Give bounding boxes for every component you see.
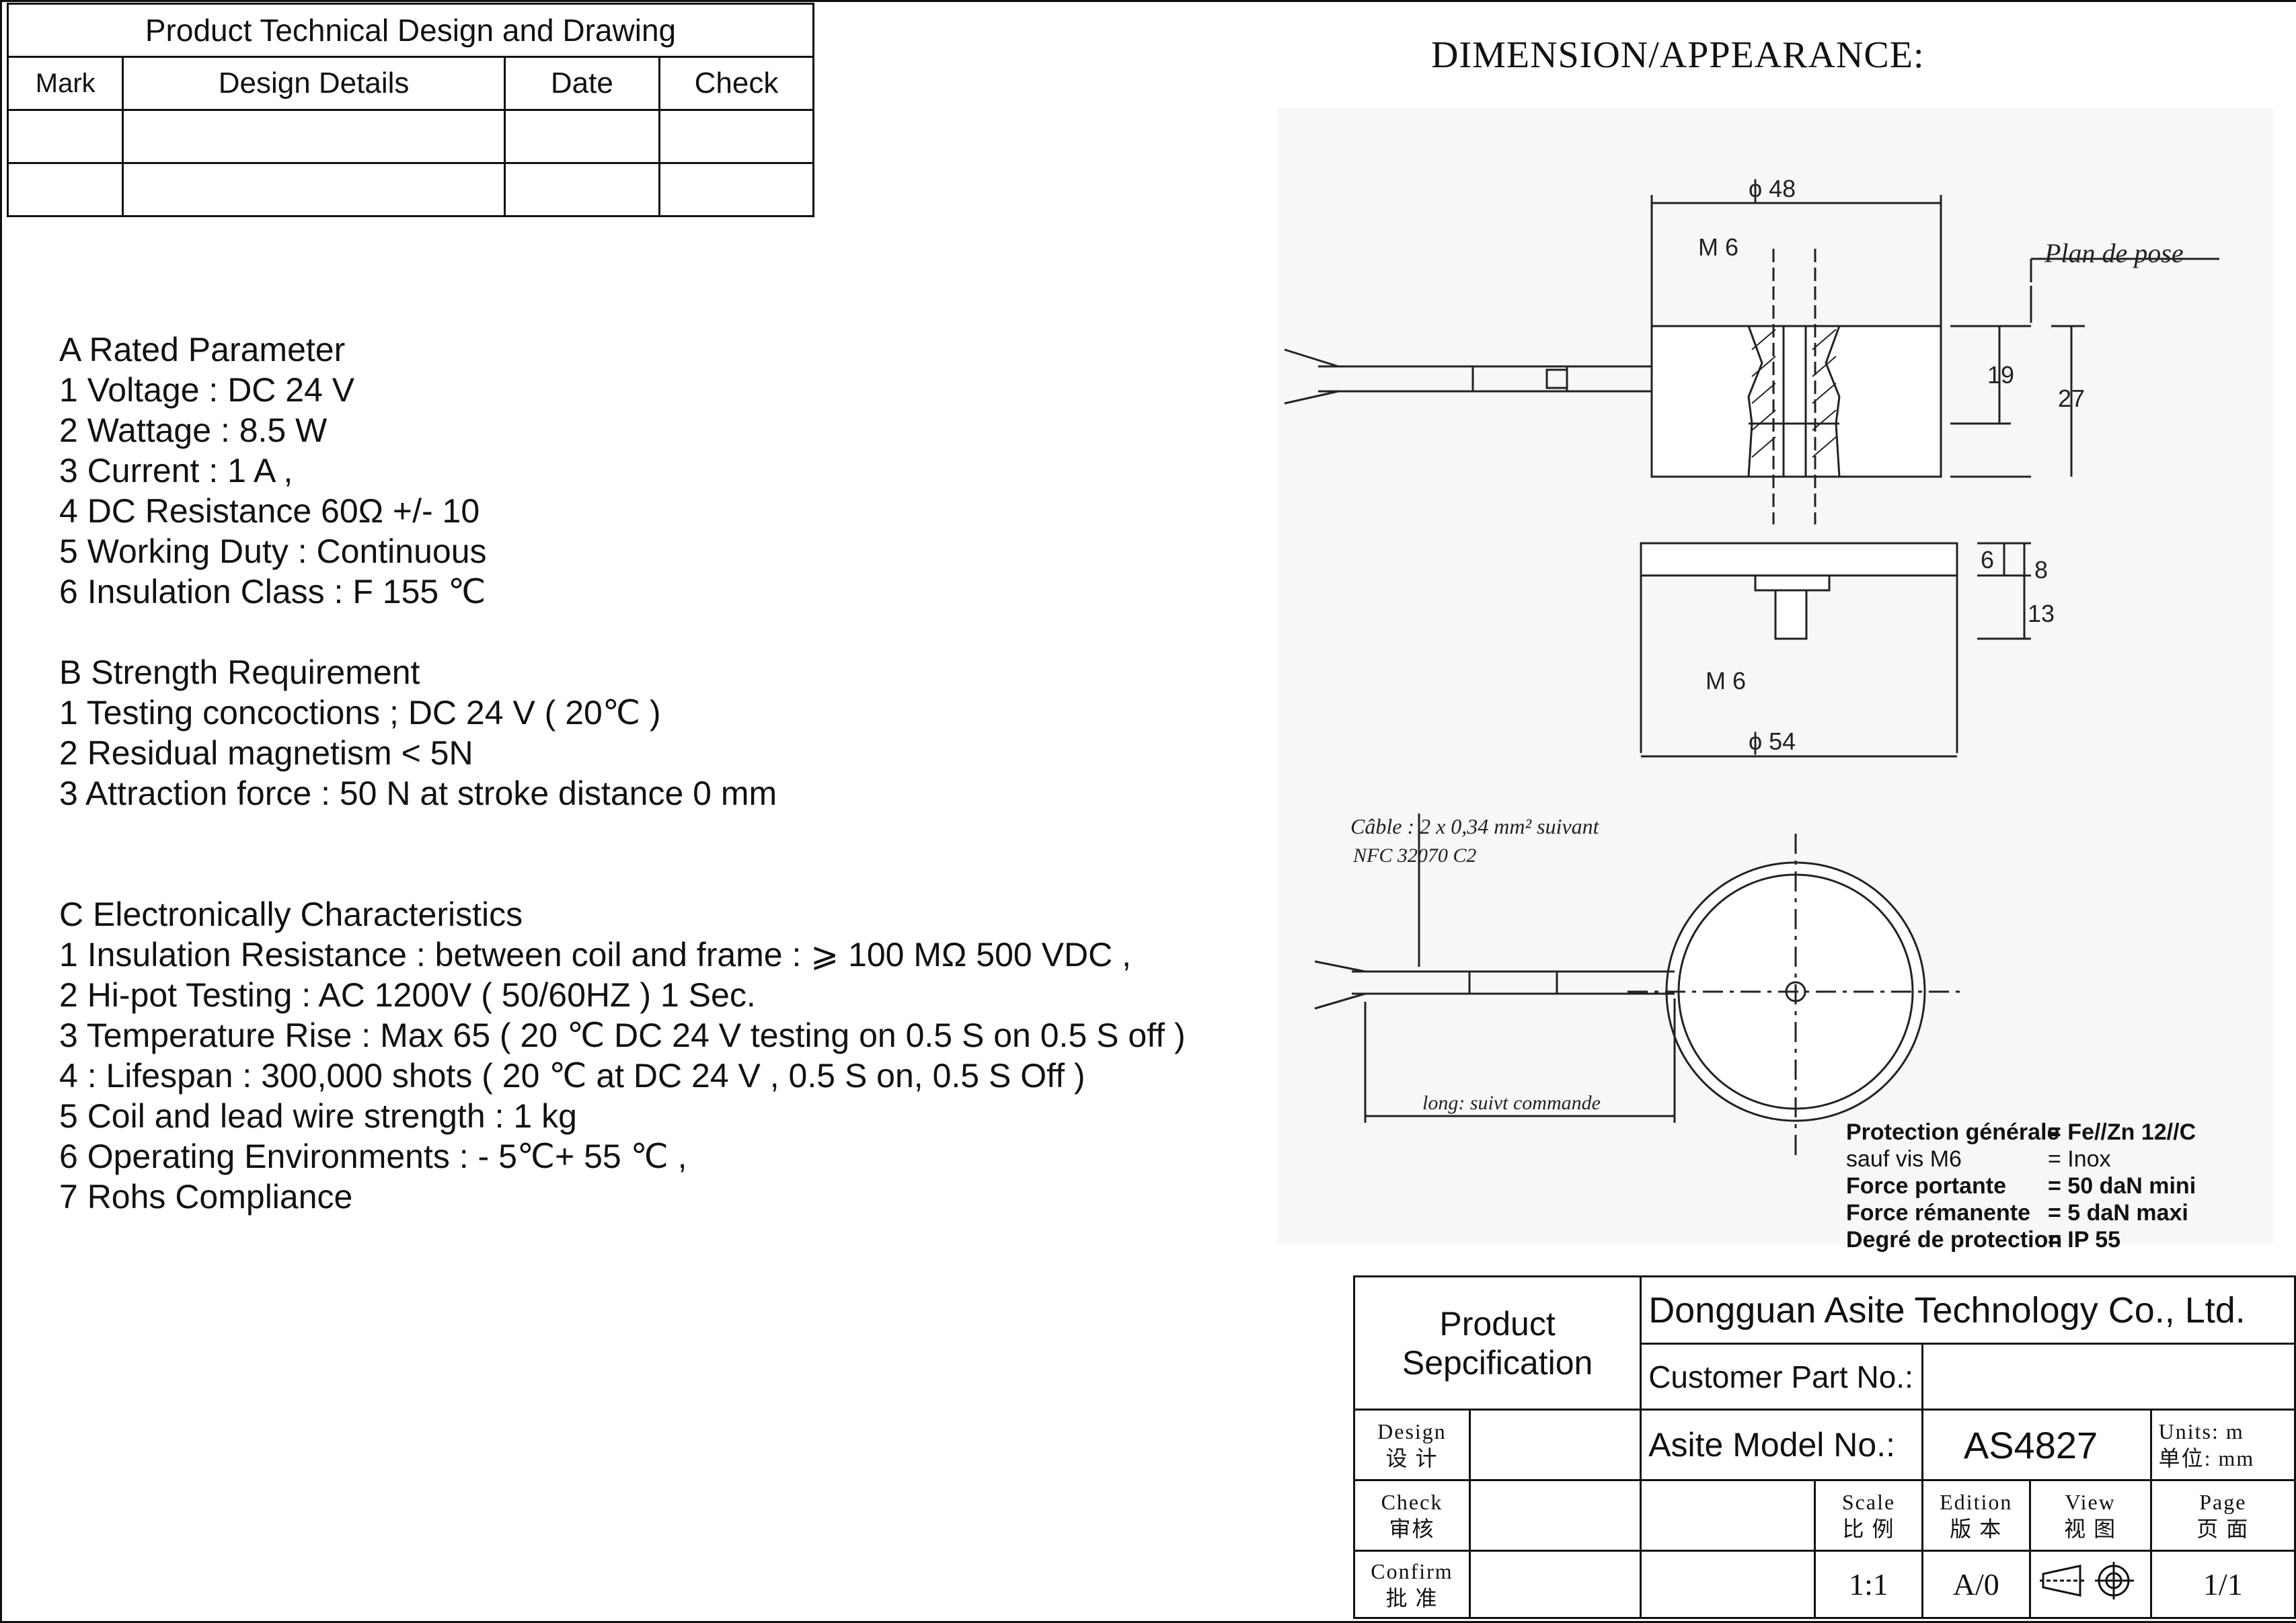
title-block: Product Sepcification Dongguan Asite Tec… (1352, 1275, 2296, 1619)
revision-table-title: Product Technical Design and Drawing (7, 3, 814, 58)
list-item: 4 DC Resistance 60Ω +/- 10 (59, 492, 480, 530)
list-item: 1 Insulation Resistance : between coil a… (59, 936, 1131, 974)
dimension-title: DIMENSION/APPEARANCE: (1431, 34, 1925, 76)
table-row (6, 162, 814, 217)
design-value (1468, 1409, 1642, 1481)
drawing-label-group: ϕ 48 M 6 Plan de pose 19 27 6 8 13 M 6 ϕ… (1350, 175, 2184, 1114)
section-b-title: B Strength Requirement (59, 654, 420, 691)
revision-table: Product Technical Design and Drawing Mar… (6, 3, 814, 217)
dim-6: 6 (1981, 546, 1994, 573)
protection-notes: Protection générale= Fe//Zn 12//C sauf v… (1846, 1119, 2196, 1253)
list-item: 3 Current : 1 A , (59, 452, 293, 489)
customer-part-label: Customer Part No.: (1640, 1343, 1923, 1411)
product-spec-line2: Sepcification (1402, 1343, 1593, 1382)
header-mark: Mark (6, 56, 124, 111)
check-value (1468, 1479, 1642, 1552)
list-item: 3 Attraction force : 50 N at stroke dist… (59, 775, 777, 812)
list-item: sauf vis M6= Inox (1846, 1146, 2111, 1172)
model-label: Asite Model No.: (1640, 1409, 1923, 1481)
list-item: 1 Testing concoctions ; DC 24 V ( 20℃ ) (59, 694, 661, 731)
company-name: Dongguan Asite Technology Co., Ltd. (1640, 1275, 2296, 1345)
list-item: Degré de protection= IP 55 (1846, 1227, 2121, 1253)
list-item: 5 Coil and lead wire strength : 1 kg (59, 1097, 577, 1135)
cable-standard: NFC 32070 C2 (1352, 844, 1476, 867)
product-spec-line1: Product (1439, 1304, 1556, 1343)
edition-value: A/0 (1921, 1550, 2031, 1619)
empty-cell (1640, 1479, 1816, 1552)
technical-drawing: ϕ 48 M 6 Plan de pose 19 27 6 8 13 M 6 ϕ… (1278, 108, 2273, 1244)
dim-m6-top: M 6 (1698, 233, 1738, 261)
list-item: Force portante= 50 daN mini (1846, 1173, 2196, 1199)
list-item: 2 Residual magnetism < 5N (59, 734, 473, 772)
front-view (1314, 814, 1964, 1156)
section-b: B Strength Requirement 1 Testing concoct… (59, 652, 1186, 814)
projection-icon (2040, 1562, 2135, 1599)
cable-spec: Câble : 2 x 0,34 mm² suivant (1350, 814, 1600, 838)
header-design-details: Design Details (122, 56, 506, 111)
side-view-top (1284, 195, 2219, 524)
product-spec-cell: Product Sepcification (1352, 1275, 1642, 1411)
list-item: 7 Rohs Compliance (59, 1178, 353, 1216)
list-item: 2 Wattage : 8.5 W (59, 411, 328, 449)
list-item: 3 Temperature Rise : Max 65 ( 20 ℃ DC 24… (59, 1017, 1186, 1054)
dim-phi54: ϕ 54 (1749, 727, 1796, 755)
section-a: A Rated Parameter 1 Voltage : DC 24 V 2 … (59, 329, 1186, 612)
cable-length: long: suivt commande (1422, 1092, 1601, 1114)
list-item: 1 Voltage : DC 24 V (59, 371, 355, 409)
section-c: C Electronically Characteristics 1 Insul… (59, 894, 1186, 1217)
page-value: 1/1 (2149, 1550, 2296, 1619)
list-item: 5 Working Duty : Continuous (59, 532, 487, 570)
dim-plan-de-pose: Plan de pose (2044, 238, 2184, 268)
parameters-block: A Rated Parameter 1 Voltage : DC 24 V 2 … (59, 329, 1186, 1217)
table-row (6, 109, 814, 164)
list-item: Force rémanente= 5 daN maxi (1846, 1200, 2188, 1226)
model-value: AS4827 (1921, 1409, 2152, 1481)
confirm-value (1468, 1550, 1642, 1619)
customer-part-value (1921, 1343, 2296, 1411)
list-item: Protection générale= Fe//Zn 12//C (1846, 1119, 2196, 1145)
list-item: 4 : Lifespan : 300,000 shots ( 20 ℃ at D… (59, 1057, 1085, 1095)
dim-m6-bottom: M 6 (1706, 667, 1746, 695)
scale-value: 1:1 (1814, 1550, 1923, 1619)
dim-phi48: ϕ 48 (1749, 175, 1796, 202)
empty-cell (1640, 1550, 1816, 1619)
section-c-title: C Electronically Characteristics (59, 896, 523, 933)
side-view-bottom (1640, 542, 2031, 758)
dim-13: 13 (2028, 600, 2055, 627)
header-date: Date (503, 56, 661, 111)
list-item: 2 Hi-pot Testing : AC 1200V ( 50/60HZ ) … (59, 976, 756, 1014)
header-check: Check (658, 56, 814, 111)
section-a-title: A Rated Parameter (59, 331, 346, 368)
projection-symbol (2028, 1550, 2152, 1619)
list-item: 6 Operating Environments : - 5℃+ 55 ℃ , (59, 1138, 687, 1175)
dim-19: 19 (1987, 361, 2014, 389)
dim-8: 8 (2034, 556, 2048, 584)
dim-27: 27 (2058, 385, 2085, 412)
list-item: 6 Insulation Class : F 155 ℃ (59, 573, 486, 610)
